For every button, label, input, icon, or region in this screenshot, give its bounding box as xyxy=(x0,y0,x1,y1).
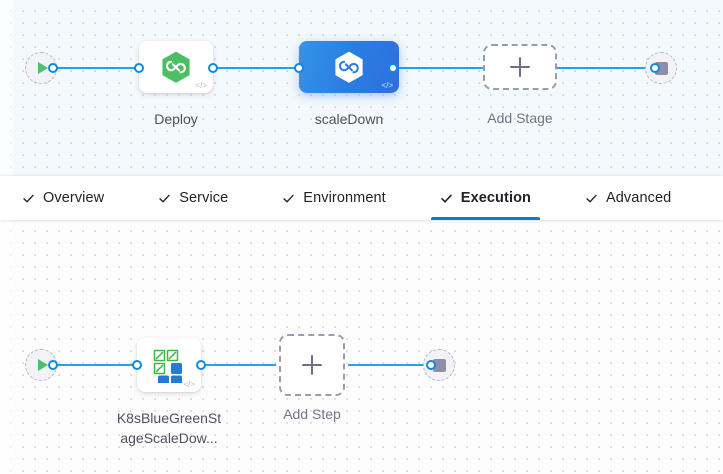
execution-step-canvas[interactable]: </> K8sBlueGreenSt ageScaleDow... Add St… xyxy=(0,220,723,474)
stage-row: </> Deploy </> scaleDown Add Stage xyxy=(0,0,723,176)
stage-label-deploy: Deploy xyxy=(154,111,198,127)
connector-start-to-deploy xyxy=(52,67,144,69)
tab-list: Overview Service Environment Execution xyxy=(0,176,723,220)
add-step-label: Add Step xyxy=(283,406,341,422)
tab-advanced[interactable]: Advanced xyxy=(585,176,671,220)
tab-execution[interactable]: Execution xyxy=(430,176,541,220)
pipeline-start-node[interactable] xyxy=(25,52,57,84)
step-row: </> K8sBlueGreenSt ageScaleDow... Add St… xyxy=(0,220,723,474)
tab-label: Service xyxy=(179,190,229,206)
kubernetes-step-icon xyxy=(153,349,182,383)
stage-node-deploy[interactable]: </> xyxy=(139,41,213,93)
tab-label: Advanced xyxy=(606,190,672,206)
play-icon xyxy=(37,62,48,74)
plus-icon xyxy=(302,355,322,375)
connector-scaledown-to-addstage xyxy=(392,67,488,69)
step-label-line1: K8sBlueGreenSt xyxy=(116,410,222,426)
check-icon xyxy=(586,194,597,202)
port-end-in[interactable] xyxy=(650,63,660,73)
harness-hexagon-icon xyxy=(162,51,190,83)
tab-label: Overview xyxy=(43,190,105,206)
play-icon xyxy=(37,359,48,371)
connector-deploy-to-scaledown xyxy=(212,67,310,69)
step-label-k8sbluegreenstagescaledown: K8sBlueGreenSt ageScaleDow... xyxy=(100,408,238,448)
step-node-k8sbluegreenstagescaledown[interactable]: </> xyxy=(137,338,201,392)
stage-node-scaledown[interactable]: </> xyxy=(299,41,399,93)
stop-icon xyxy=(432,358,446,372)
port-step-out[interactable] xyxy=(196,360,206,370)
tab-environment[interactable]: Environment xyxy=(282,176,386,220)
harness-hexagon-icon xyxy=(335,51,363,83)
check-icon xyxy=(23,194,34,202)
code-badge[interactable]: </> xyxy=(381,81,393,90)
step-label-line2: ageScaleDow... xyxy=(120,430,218,446)
tab-overview[interactable]: Overview xyxy=(22,176,104,220)
stage-config-tabs: Overview Service Environment Execution xyxy=(0,176,723,220)
port-scaledown-in[interactable] xyxy=(294,63,304,73)
connector-addstage-to-end xyxy=(552,67,654,69)
port-exec-start-out[interactable] xyxy=(48,360,58,370)
check-icon xyxy=(283,194,294,202)
tab-label: Execution xyxy=(460,190,531,206)
port-start-out[interactable] xyxy=(48,63,58,73)
add-step-button[interactable] xyxy=(279,334,345,396)
connector-step-to-addstep xyxy=(200,364,276,366)
tab-label: Environment xyxy=(303,190,386,206)
port-deploy-out[interactable] xyxy=(208,63,218,73)
tab-service[interactable]: Service xyxy=(158,176,228,220)
plus-icon xyxy=(510,57,530,77)
connector-start-to-step xyxy=(52,364,144,366)
add-stage-button[interactable] xyxy=(483,44,557,90)
pipeline-stage-canvas[interactable]: </> Deploy </> scaleDown Add Stage xyxy=(0,0,723,176)
add-stage-label: Add Stage xyxy=(487,110,553,126)
code-badge[interactable]: </> xyxy=(183,380,195,389)
port-scaledown-out[interactable] xyxy=(388,63,398,73)
port-step-in[interactable] xyxy=(132,360,142,370)
port-exec-end-in[interactable] xyxy=(426,360,436,370)
stage-label-scaledown: scaleDown xyxy=(314,111,384,127)
port-deploy-in[interactable] xyxy=(134,63,144,73)
connector-addstep-to-end xyxy=(348,364,430,366)
check-icon xyxy=(159,194,170,202)
check-icon xyxy=(441,194,452,203)
code-badge[interactable]: </> xyxy=(195,81,207,90)
